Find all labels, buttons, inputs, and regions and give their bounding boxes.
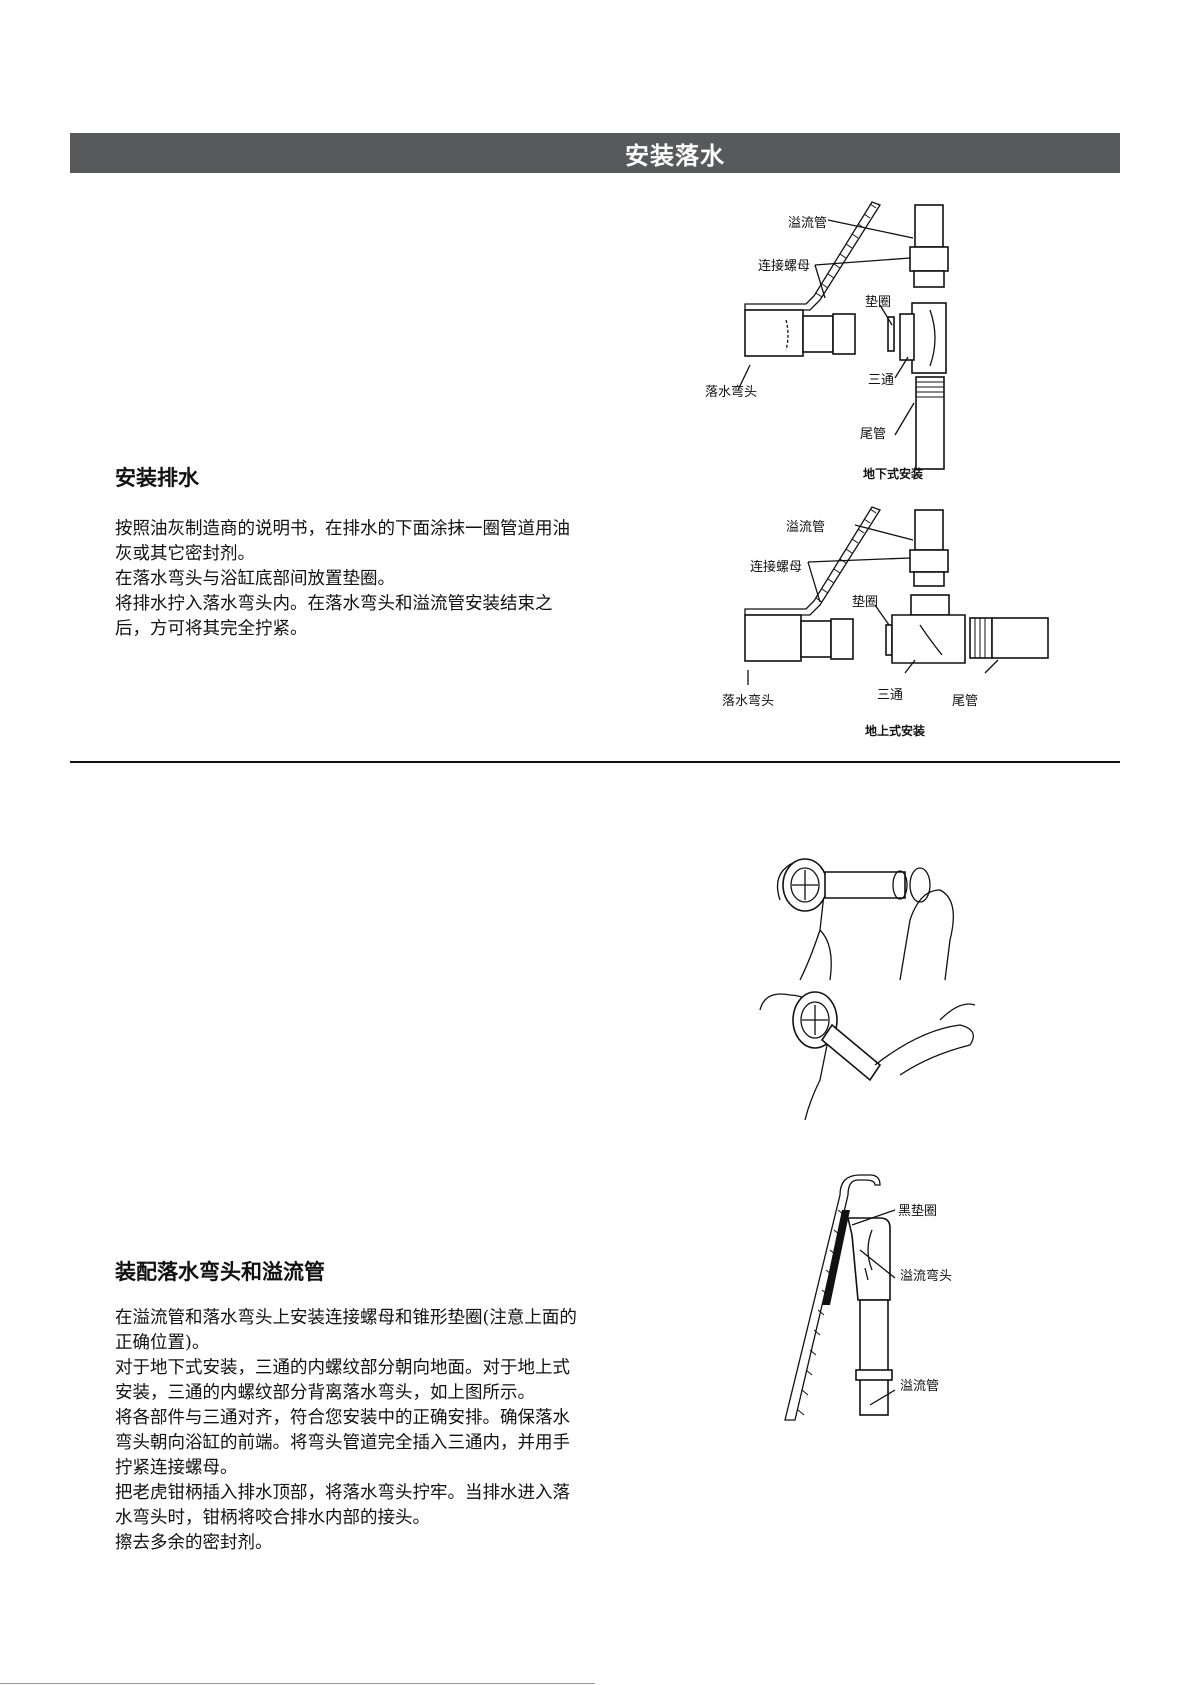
section-banner: 安装落水 xyxy=(70,133,1120,173)
drain-elbow xyxy=(744,614,854,662)
caption-above-floor: 地上式安装 xyxy=(865,723,925,738)
section2-paragraph-4: 把老虎钳柄插入排水顶部，将落水弯头拧牢。当排水进入落水弯头时，钳柄将咬合排水内部… xyxy=(115,1483,570,1528)
tub-wall xyxy=(744,506,881,616)
label-connecting-nut: 连接螺母 xyxy=(750,559,802,575)
section2-heading: 装配落水弯头和溢流管 xyxy=(115,1260,325,1284)
label-black-gasket: 黑垫圈 xyxy=(898,1203,937,1219)
label-tail-pipe: 尾管 xyxy=(952,694,978,709)
tee-fitting xyxy=(891,594,966,664)
section2-paragraph-2: 对于地下式安装，三通的内螺纹部分朝向地面。对于地上式安装，三通的内螺纹部分背离落… xyxy=(115,1358,570,1403)
tub-wall xyxy=(744,201,881,311)
section1-heading: 安装排水 xyxy=(115,466,199,490)
drain-elbow xyxy=(744,309,856,357)
tee-fitting xyxy=(899,302,947,374)
section1-text: 按照油灰制造商的说明书，在排水的下面涂抹一圈管道用油灰或其它密封剂。 在落水弯头… xyxy=(115,517,585,642)
label-tee: 三通 xyxy=(868,373,894,388)
tail-pipe xyxy=(969,617,1049,659)
gasket xyxy=(887,316,895,352)
connecting-nut xyxy=(909,246,949,272)
tub-wall-cross-section xyxy=(784,1174,881,1421)
section1-paragraph-2: 在落水弯头与浴缸底部间放置垫圈。 xyxy=(115,569,395,589)
section1-paragraph-3: 将排水拧入落水弯头内。在落水弯头和溢流管安装结束之后，方可将其完全拧紧。 xyxy=(115,594,553,639)
overflow-elbow xyxy=(846,1217,891,1301)
label-overflow-pipe: 溢流管 xyxy=(786,520,825,535)
diagram-below-floor-install: 溢流管 连接螺母 垫圈 落水弯头 三通 尾管 地下式安装 xyxy=(705,201,949,481)
section2-paragraph-5: 擦去多余的密封剂。 xyxy=(115,1533,273,1553)
label-overflow-elbow: 溢流弯头 xyxy=(900,1268,952,1284)
section2-paragraph-1: 在溢流管和落水弯头上安装连接螺母和锥形垫圈(注意上面的正确位置)。 xyxy=(115,1308,577,1353)
black-gasket xyxy=(822,1210,850,1305)
label-connecting-nut: 连接螺母 xyxy=(758,258,810,274)
label-gasket: 垫圈 xyxy=(852,594,878,610)
tail-pipe xyxy=(915,376,945,470)
label-overflow-pipe: 溢流管 xyxy=(788,216,827,231)
label-drain-elbow: 落水弯头 xyxy=(722,693,774,709)
overflow-pipe xyxy=(855,1299,893,1416)
label-gasket: 垫圈 xyxy=(865,294,891,310)
diagram-overflow-elbow: 黑垫圈 溢流弯头 溢流管 xyxy=(784,1174,952,1421)
hands-holding-drain-icon xyxy=(776,858,954,981)
hands-applying-putty-icon xyxy=(759,991,976,1121)
banner-title: 安装落水 xyxy=(625,141,725,170)
illustration-hands-assembly xyxy=(759,858,976,1121)
section2-paragraph-3: 将各部件与三通对齐，符合您安装中的正确安排。确保落水弯头朝向浴缸的前端。将弯头管… xyxy=(115,1408,570,1478)
label-overflow-pipe: 溢流管 xyxy=(900,1379,939,1394)
label-tail-pipe: 尾管 xyxy=(860,427,886,442)
caption-below-floor: 地下式安装 xyxy=(863,466,923,481)
connecting-nut xyxy=(909,549,949,573)
label-tee: 三通 xyxy=(877,688,903,703)
label-drain-elbow: 落水弯头 xyxy=(705,384,757,400)
gasket xyxy=(885,624,893,656)
page-bottom-rule xyxy=(0,1683,595,1684)
section1-paragraph-1: 按照油灰制造商的说明书，在排水的下面涂抹一圈管道用油灰或其它密封剂。 xyxy=(115,519,570,564)
section2-text: 在溢流管和落水弯头上安装连接螺母和锥形垫圈(注意上面的正确位置)。 对于地下式安… xyxy=(115,1306,585,1556)
diagram-above-floor-install: 溢流管 连接螺母 垫圈 落水弯头 三通 尾管 地上式安装 xyxy=(722,506,1049,738)
section-divider xyxy=(70,761,1120,763)
overflow-pipe xyxy=(914,204,944,248)
overflow-pipe xyxy=(914,509,944,551)
